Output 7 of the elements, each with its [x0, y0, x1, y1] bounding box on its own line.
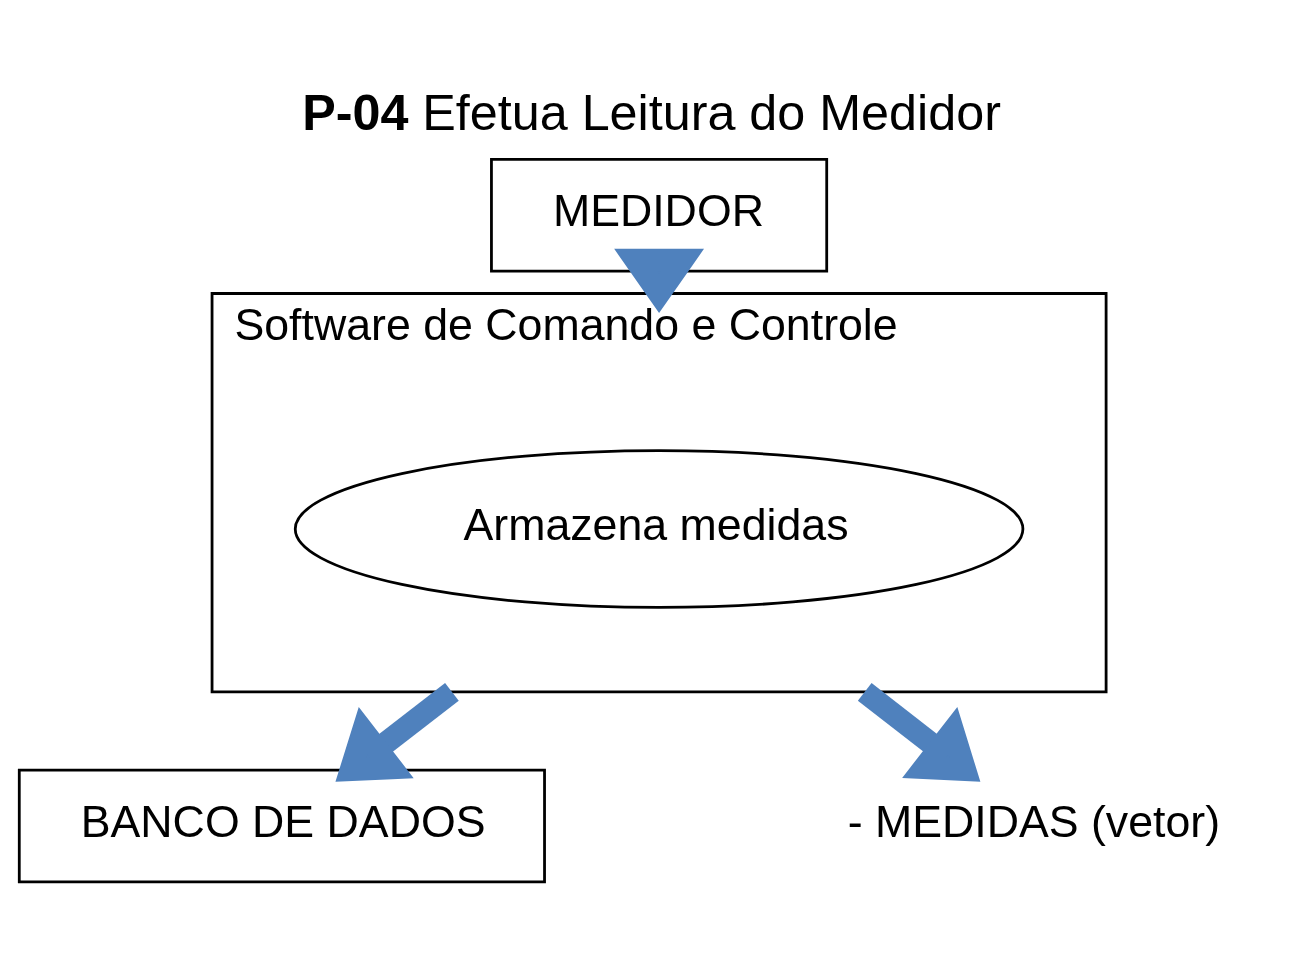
- node-text: - MEDIDAS (vetor): [847, 796, 1221, 846]
- arrow: [614, 248, 704, 313]
- node-ellipse: Armazena medidas: [293, 448, 1025, 609]
- node-box: BANCO DE DADOS: [17, 768, 546, 883]
- diagram-title: P-04 Efetua Leitura do Medidor: [302, 83, 1001, 141]
- arrow: [857, 682, 981, 782]
- arrow: [335, 682, 459, 782]
